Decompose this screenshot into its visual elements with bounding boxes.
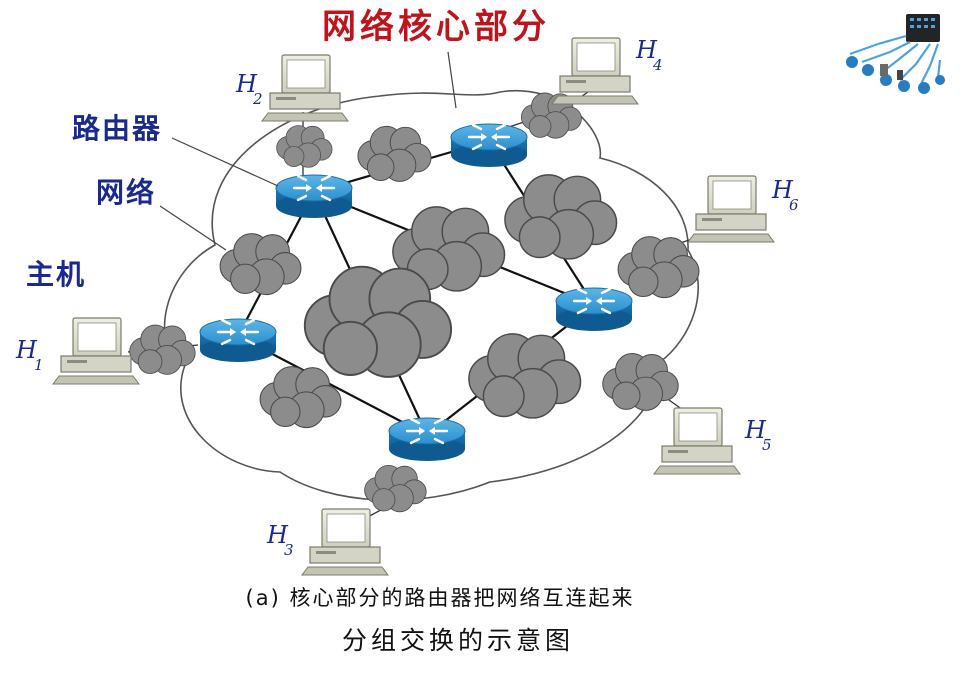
network-cloud [357, 125, 432, 182]
network-cloud [259, 366, 342, 429]
svg-text:6: 6 [789, 196, 799, 214]
core-boundary [163, 89, 699, 502]
svg-text:5: 5 [762, 436, 772, 454]
svg-text:H: H [15, 336, 38, 364]
svg-text:1: 1 [34, 356, 44, 374]
host-h2-label: H 2 [235, 70, 263, 108]
network-cloud [617, 236, 700, 299]
host-label: 主机 [26, 258, 86, 291]
core-label: 网络核心部分 [322, 7, 550, 47]
network-label: 网络 [96, 176, 156, 209]
host-computer-icon [261, 54, 349, 122]
network-cloud [364, 464, 427, 513]
svg-text:H: H [235, 70, 258, 98]
host-h6-label: H 6 [771, 176, 799, 214]
router-icon [387, 416, 467, 463]
host-h1-label: H 1 [15, 336, 44, 374]
network-cloud [504, 174, 618, 260]
host-computer-icon [301, 508, 389, 576]
router-icon [274, 173, 354, 220]
label-pointers [159, 51, 457, 251]
router-icon [449, 122, 529, 169]
network-cloud [129, 324, 196, 375]
figure-caption: 分组交换的示意图 [342, 626, 574, 655]
host-computer-icon [52, 317, 140, 385]
top-right-logo [846, 14, 945, 94]
router-icon [554, 286, 634, 333]
host-h4-label: H 4 [635, 36, 663, 74]
figure-subcaption: (a) 核心部分的路由器把网络互连起来 [246, 586, 635, 610]
network-cloud [602, 353, 679, 411]
host-computer-icon [687, 175, 775, 243]
svg-text:H: H [266, 521, 289, 549]
router-icon [198, 317, 278, 364]
host-h5-label: H 5 [744, 416, 772, 454]
svg-text:4: 4 [652, 56, 663, 74]
network-cloud [276, 125, 333, 168]
router-label: 路由器 [72, 112, 162, 145]
svg-text:3: 3 [284, 541, 294, 559]
host-h3-label: H 3 [266, 521, 294, 559]
svg-text:H: H [635, 36, 658, 64]
network-cloud [468, 333, 582, 419]
svg-text:2: 2 [252, 90, 263, 108]
svg-text:H: H [744, 416, 767, 444]
network-cloud [219, 233, 302, 296]
host-computer-icon [653, 407, 741, 475]
host-computer-icon [551, 37, 639, 105]
svg-text:H: H [771, 176, 794, 204]
